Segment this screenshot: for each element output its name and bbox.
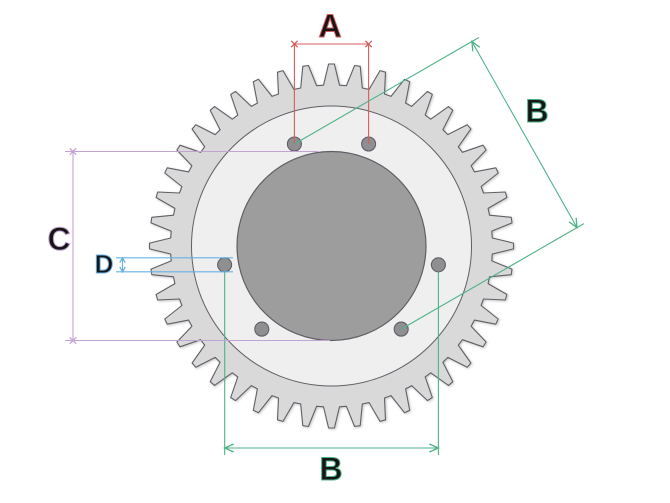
dimension-d-arrow-top <box>119 256 126 263</box>
dimension-label-b-bottom: B <box>319 451 342 487</box>
gear-bolt-hole <box>430 257 446 273</box>
dimension-label-c: C <box>47 221 70 257</box>
dimension-label-a: A <box>318 8 341 44</box>
dimension-b-diagonal-line <box>471 41 578 228</box>
dimension-b-diagonal-arrow-top <box>471 40 481 52</box>
dimension-b-bottom: B <box>223 271 441 488</box>
gear-centre-bore <box>236 150 427 342</box>
dimension-d-arrow-bottom <box>119 266 126 274</box>
dimension-a-end-marker <box>290 40 373 48</box>
dimension-b-diagonal-arrow-bottom <box>568 217 578 229</box>
dimension-b-bottom-arrow-left <box>223 443 234 453</box>
dimension-c: C <box>47 147 330 345</box>
dimension-d: D <box>94 249 233 280</box>
dimension-b-diagonal-extension-lower <box>400 223 585 330</box>
dimension-label-b-diagonal: B <box>525 93 548 129</box>
gear-bolt-hole <box>217 257 233 273</box>
dimension-label-d: D <box>95 249 114 279</box>
gear-bolt-hole <box>254 321 270 337</box>
dimension-c-end-marker <box>69 147 77 345</box>
dimension-b-diagonal-extension-upper <box>294 37 480 145</box>
sprocket-gear <box>148 63 515 429</box>
dimension-b-diagonal: B <box>294 37 585 330</box>
dimension-a: A <box>290 8 373 144</box>
dimension-b-bottom-arrow-right <box>429 443 441 453</box>
